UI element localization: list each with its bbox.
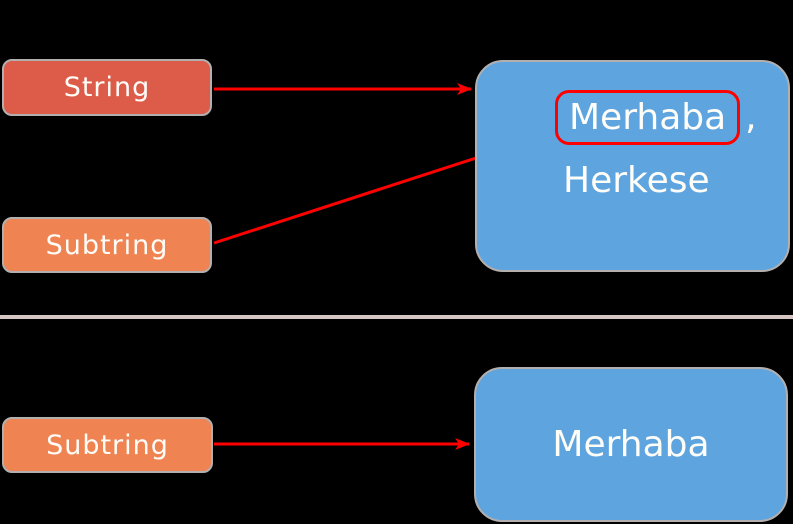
substring-box-bottom-label: Subtring — [46, 429, 169, 461]
substring-box-top: Subtring — [2, 217, 212, 273]
highlighted-word: Merhaba — [569, 97, 727, 138]
substring-box-bottom: Subtring — [2, 417, 213, 473]
result-top-line1: Merhaba, — [555, 90, 757, 145]
result-box-bottom: Merhaba — [474, 367, 788, 522]
string-box: String — [2, 59, 212, 116]
string-box-label: String — [63, 72, 151, 103]
substring-box-top-label: Subtring — [45, 229, 169, 261]
result-top-line2: Herkese — [563, 160, 710, 201]
highlighted-word-outline: Merhaba — [555, 90, 741, 145]
result-box-top: Merhaba, Herkese — [475, 60, 790, 272]
result-bottom-label: Merhaba — [552, 424, 710, 465]
section-divider — [0, 315, 793, 319]
separator-comma: , — [745, 97, 757, 138]
